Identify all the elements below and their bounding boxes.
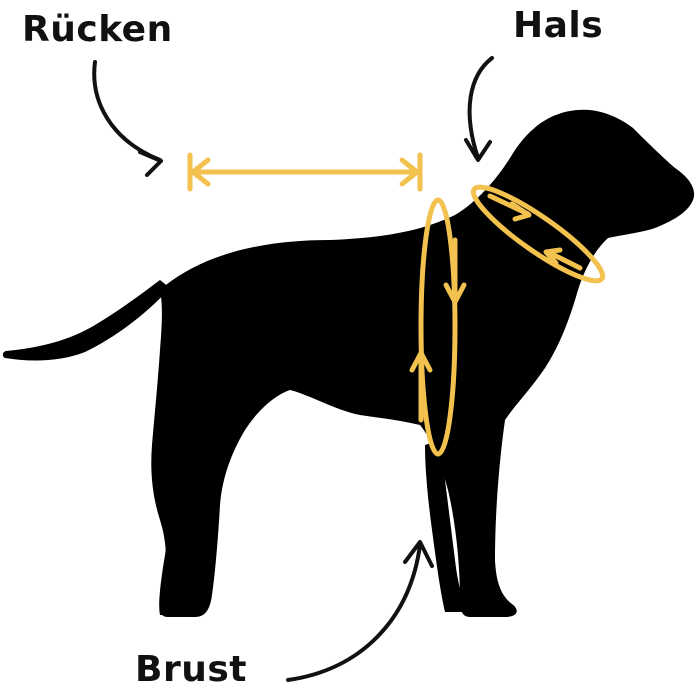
- curved-arrow-neck-icon: [464, 56, 494, 162]
- curved-arrow-back-icon: [92, 60, 163, 177]
- back-label: Rücken: [22, 9, 173, 50]
- dog-chest: [400, 240, 540, 420]
- dog-tail: [2, 280, 171, 361]
- dog-front-leg-back: [425, 440, 470, 612]
- chest-label: Brust: [135, 649, 247, 690]
- dog-ear: [544, 120, 578, 212]
- neck-measure-ellipse-icon: [470, 184, 606, 284]
- neck-label: Hals: [513, 5, 604, 46]
- back-measure-arrow-icon: [187, 152, 423, 192]
- dog-silhouette-icon: [2, 109, 695, 617]
- dog-hind-leg-back: [159, 440, 207, 615]
- curved-arrow-chest-icon: [286, 540, 434, 682]
- chest-measure-ellipse-icon: [409, 197, 467, 457]
